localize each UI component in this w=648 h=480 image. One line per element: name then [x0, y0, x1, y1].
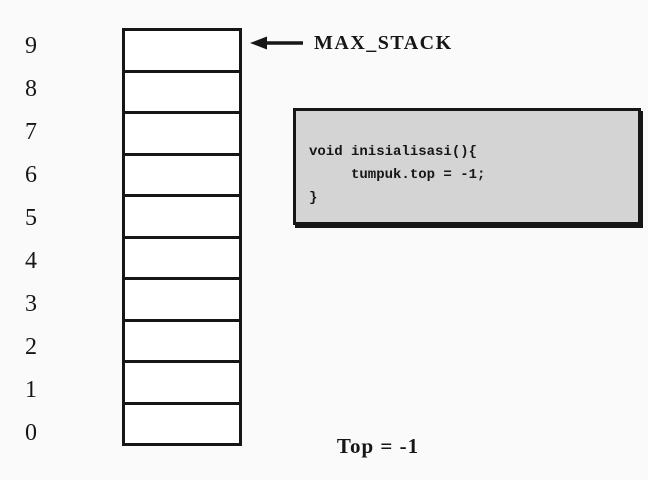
stack-cell: [125, 280, 239, 322]
stack-cell: [125, 197, 239, 239]
stack-cell: [125, 363, 239, 405]
stack-cell: [125, 114, 239, 156]
stack-cell: [125, 31, 239, 73]
stack-cell: [125, 155, 239, 197]
stack-array: [122, 28, 242, 446]
stack-index-column: 9 8 7 6 5 4 3 2 1 0: [14, 24, 48, 454]
stack-index-label: 6: [25, 161, 37, 188]
stack-index-label: 7: [25, 118, 37, 145]
stack-index-label: 0: [25, 419, 37, 446]
stack-index-label: 5: [25, 204, 37, 231]
stack-index-label: 9: [25, 32, 37, 59]
code-box: void inisialisasi(){ tumpuk.top = -1; }: [293, 108, 641, 225]
stack-index-label: 8: [25, 75, 37, 102]
stack-index-label: 2: [25, 333, 37, 360]
stack-index-label: 3: [25, 290, 37, 317]
code-line-1: void inisialisasi(){: [309, 144, 478, 160]
stack-cell: [125, 72, 239, 114]
stack-cell: [125, 321, 239, 363]
stack-index-label: 4: [25, 247, 37, 274]
stack-index-label: 1: [25, 376, 37, 403]
left-arrow-icon: [250, 36, 303, 50]
top-value-label: Top = -1: [336, 434, 420, 458]
code-line-3: }: [309, 190, 318, 206]
code-line-2: tumpuk.top = -1;: [309, 167, 486, 183]
stack-cell: [125, 238, 239, 280]
stack-cell: [125, 404, 239, 443]
max-stack-label: MAX_STACK: [314, 32, 453, 54]
